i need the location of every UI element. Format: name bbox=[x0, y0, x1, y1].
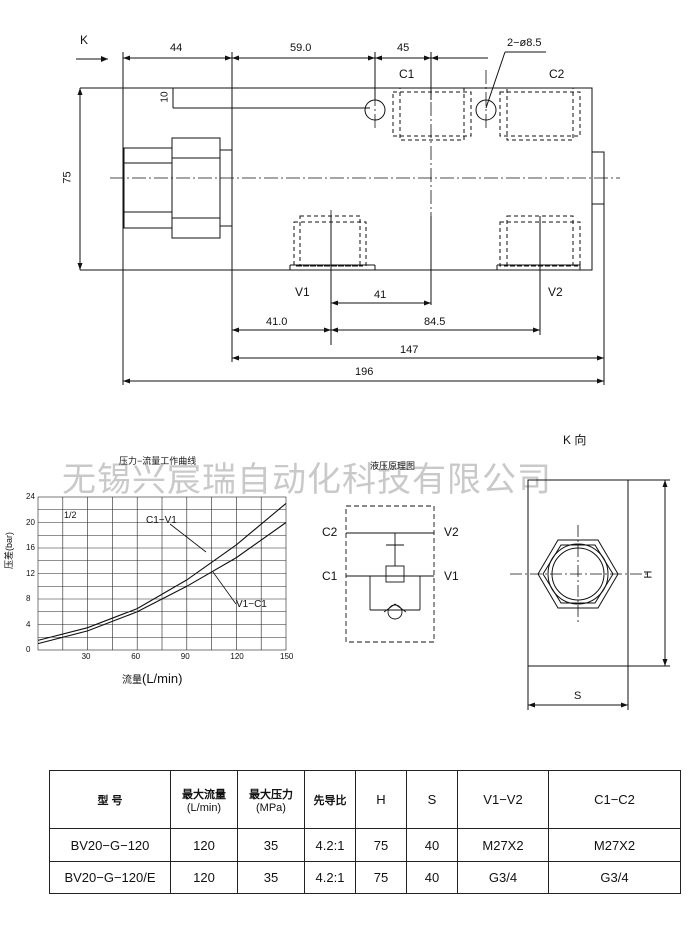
x-tick-label: 90 bbox=[180, 652, 190, 661]
cell-flow: 120 bbox=[170, 860, 238, 895]
cell-ratio: 4.2:1 bbox=[304, 828, 356, 862]
table-header-row: 型 号 最大流量(L/min) 最大压力(MPa) 先导比 H S V1−V2 … bbox=[49, 769, 681, 830]
port-v2-label: V2 bbox=[548, 285, 563, 299]
dim-59: 59.0 bbox=[290, 42, 312, 54]
dim-10: 10 bbox=[159, 91, 171, 103]
cell-pressure: 35 bbox=[237, 860, 305, 895]
cell-flow: 120 bbox=[170, 828, 238, 862]
y-tick-label: 16 bbox=[26, 543, 35, 552]
spec-table: 型 号 最大流量(L/min) 最大压力(MPa) 先导比 H S V1−V2 … bbox=[49, 769, 681, 895]
th-model: 型 号 bbox=[49, 769, 171, 830]
curve1-label: C1−V1 bbox=[146, 515, 177, 526]
cell-v1v2: G3/4 bbox=[457, 860, 549, 895]
x-tick-label: 60 bbox=[131, 652, 141, 661]
series-line-2 bbox=[37, 522, 287, 645]
kview-title: K 向 bbox=[563, 433, 587, 447]
x-axis-label: 流量(L/min) bbox=[122, 672, 182, 686]
schematic-v2: V2 bbox=[444, 525, 459, 539]
dim-45: 45 bbox=[397, 42, 410, 54]
cell-ratio: 4.2:1 bbox=[304, 860, 356, 895]
th-max-flow: 最大流量(L/min) bbox=[170, 769, 238, 830]
x-tick-label: 30 bbox=[81, 652, 91, 661]
dim-41-0: 41.0 bbox=[266, 316, 288, 328]
y-tick-label: 0 bbox=[26, 645, 31, 654]
port-c2-label: C2 bbox=[549, 67, 565, 81]
dim-147: 147 bbox=[400, 344, 419, 356]
y-tick-label: 12 bbox=[26, 568, 35, 578]
table-row: BV20−G−120/E 120 35 4.2:1 75 40 G3/4 G3/… bbox=[49, 860, 681, 895]
cell-s: 40 bbox=[406, 828, 458, 862]
dim-holes: 2−ø8.5 bbox=[507, 37, 542, 49]
x-tick-label: 120 bbox=[230, 652, 244, 661]
dim-75: 75 bbox=[61, 171, 74, 184]
port-c1-label: C1 bbox=[399, 67, 415, 81]
th-v1v2: V1−V2 bbox=[457, 769, 549, 830]
company-watermark: 无锡兴宸瑞自动化科技有限公司 bbox=[62, 460, 552, 500]
schematic-v1: V1 bbox=[444, 569, 459, 583]
cell-h: 75 bbox=[355, 860, 407, 895]
y-tick-label: 8 bbox=[26, 594, 31, 603]
cell-pressure: 35 bbox=[237, 828, 305, 862]
curve2-label: V1−C1 bbox=[236, 599, 267, 610]
schematic-frame bbox=[345, 505, 435, 643]
schematic-c1: C1 bbox=[322, 569, 338, 583]
curve2-leader bbox=[212, 571, 237, 605]
k-view-marker: K bbox=[80, 33, 89, 47]
th-max-flow-text: 最大流量 bbox=[182, 788, 226, 801]
kview-s-label: S bbox=[574, 690, 582, 702]
x-tick-label: 150 bbox=[280, 652, 294, 661]
dim-196: 196 bbox=[355, 366, 374, 378]
cell-s: 40 bbox=[406, 860, 458, 895]
y-tick-label: 4 bbox=[26, 619, 31, 629]
cell-model: BV20−G−120/E bbox=[49, 860, 171, 895]
cell-model: BV20−G−120 bbox=[49, 828, 171, 862]
hex-inner bbox=[542, 544, 614, 604]
y-tick-label: 20 bbox=[26, 517, 35, 527]
schematic-c2: C2 bbox=[322, 525, 338, 539]
cell-v1v2: M27X2 bbox=[457, 828, 549, 862]
port-v1-label: V1 bbox=[295, 285, 310, 299]
th-max-pressure-text: 最大压力 bbox=[249, 788, 293, 801]
hex-outer bbox=[537, 539, 619, 609]
curve1-leader bbox=[169, 523, 207, 553]
kview-h-label: H bbox=[642, 570, 655, 579]
dim-84-5: 84.5 bbox=[424, 316, 446, 328]
dim-44: 44 bbox=[170, 42, 183, 54]
dim-41: 41 bbox=[374, 289, 387, 301]
th-h: H bbox=[355, 769, 407, 830]
y-tick-label: 24 bbox=[26, 492, 35, 501]
chart-title: 压力−流量工作曲线 bbox=[119, 456, 197, 466]
y-axis-unit: (bar) bbox=[4, 531, 15, 551]
chart-ratio: 1/2 bbox=[64, 510, 77, 520]
valve-drawing bbox=[76, 51, 620, 385]
cell-h: 75 bbox=[355, 828, 407, 862]
th-max-flow-unit: (L/min) bbox=[186, 801, 222, 814]
th-s: S bbox=[406, 769, 458, 830]
schematic-title: 液压原理图 bbox=[370, 461, 416, 471]
x-axis-unit: (L/min) bbox=[142, 671, 183, 686]
cell-c1c2: M27X2 bbox=[548, 828, 681, 862]
th-max-pressure: 最大压力(MPa) bbox=[237, 769, 305, 830]
th-c1c2: C1−C2 bbox=[548, 769, 681, 830]
table-row: BV20−G−120 120 35 4.2:1 75 40 M27X2 M27X… bbox=[49, 828, 681, 862]
y-axis-text: 压差 bbox=[4, 551, 15, 570]
cell-c1c2: G3/4 bbox=[548, 860, 681, 895]
th-max-pressure-unit: (MPa) bbox=[256, 801, 286, 814]
th-pilot-ratio: 先导比 bbox=[304, 769, 356, 830]
x-axis-text: 流量 bbox=[122, 675, 142, 686]
y-axis-label: 压差(bar) bbox=[4, 531, 15, 570]
